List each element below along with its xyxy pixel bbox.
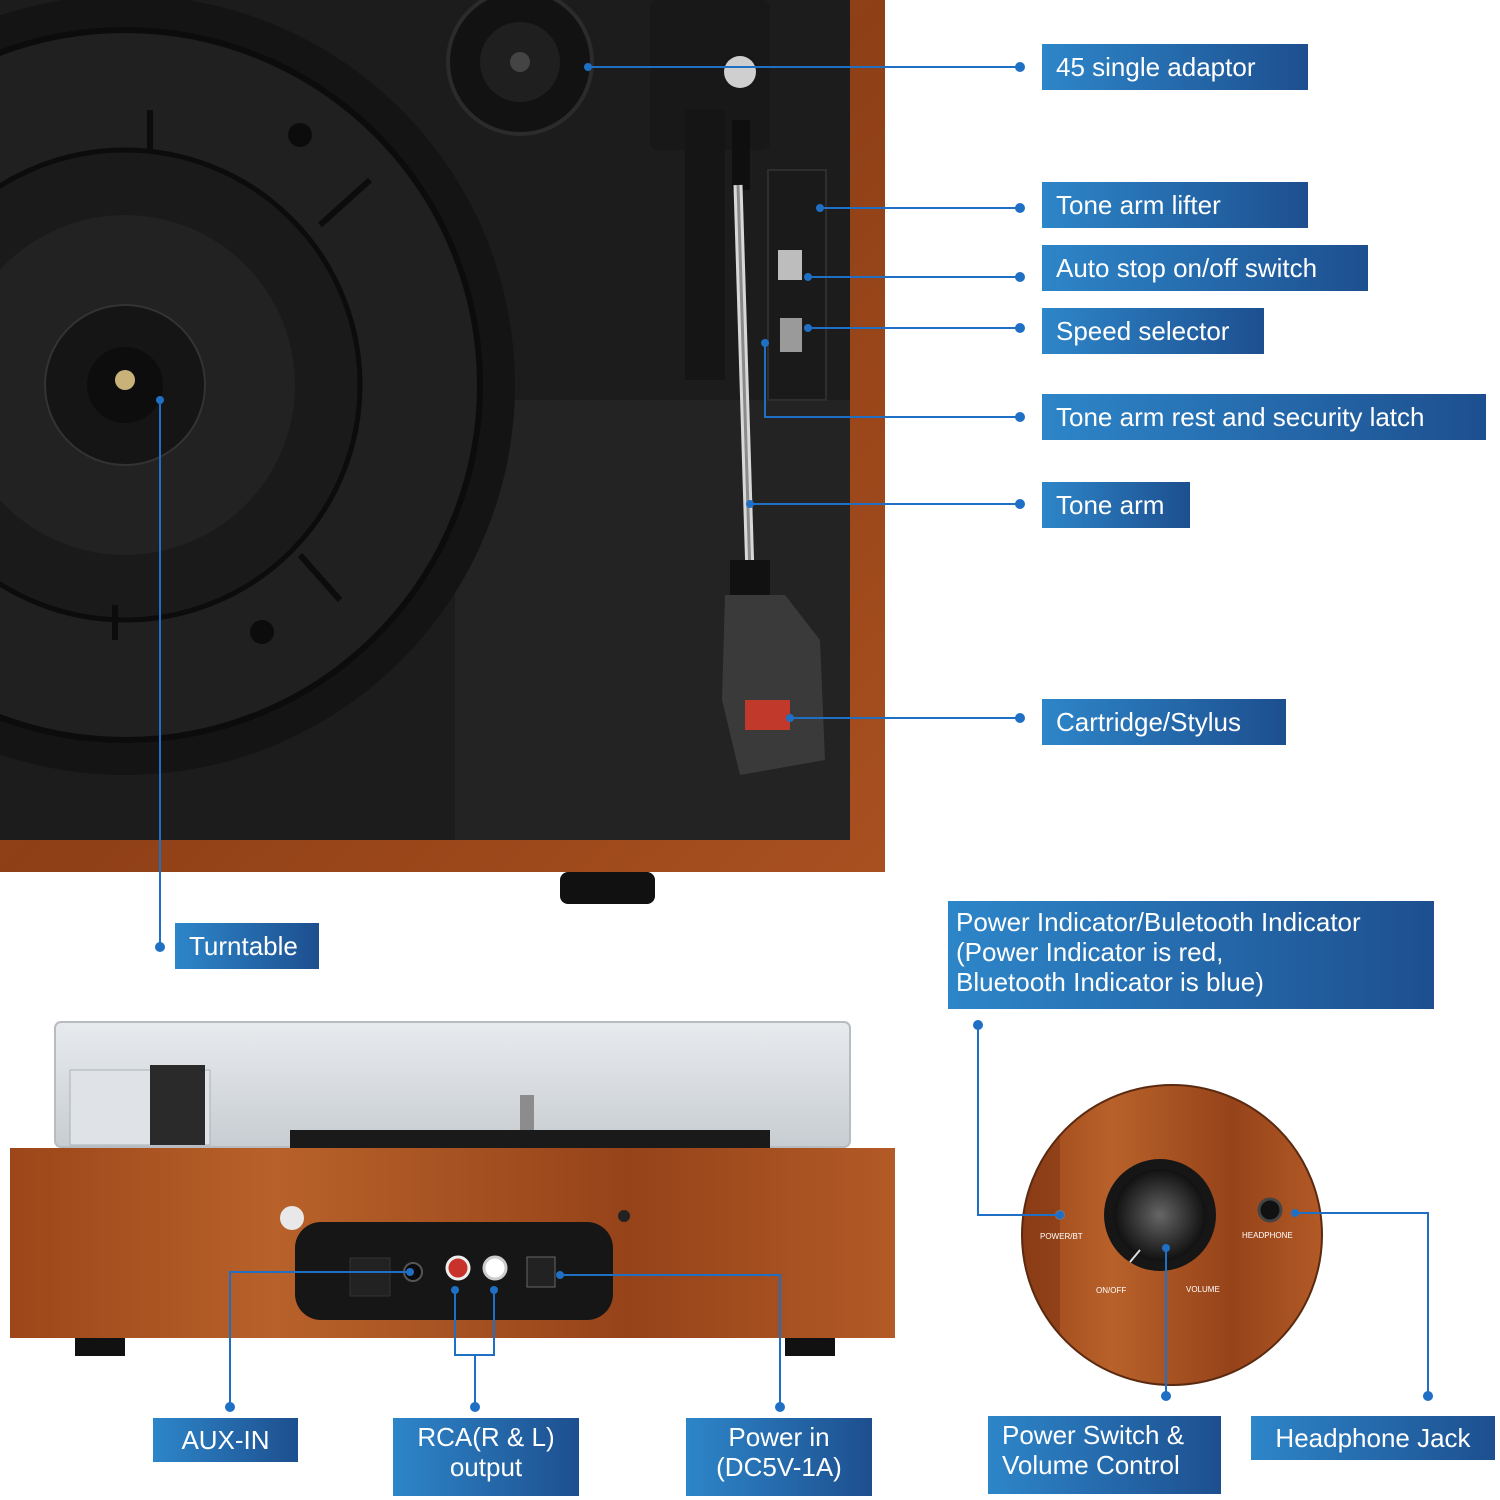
callout-power-in: Power in (DC5V-1A) bbox=[686, 1418, 872, 1496]
rear-view-turntable bbox=[10, 1021, 895, 1356]
callout-power-bt-indicator: Power Indicator/Buletooth Indicator (Pow… bbox=[948, 901, 1434, 1009]
callout-turntable: Turntable bbox=[175, 923, 319, 969]
indicator-line-1: Power Indicator/Buletooth Indicator bbox=[956, 907, 1361, 937]
leader-dots bbox=[155, 62, 1433, 1412]
power-switch-line-1: Power Switch & bbox=[1002, 1420, 1185, 1450]
indicator-line-3: Bluetooth Indicator is blue) bbox=[956, 967, 1264, 997]
callout-headphone-jack: Headphone Jack bbox=[1251, 1416, 1495, 1460]
tone-arm-base bbox=[650, 0, 770, 150]
callout-rca-output: RCA(R & L) output bbox=[393, 1418, 579, 1496]
power-in-line-1: Power in bbox=[728, 1422, 830, 1452]
indicator-line-2: (Power Indicator is red, bbox=[956, 937, 1224, 967]
dc-in-port bbox=[526, 1256, 556, 1288]
callout-tone-arm-lifter: Tone arm lifter bbox=[1042, 182, 1308, 228]
control-panel-closeup: POWER/BT HEADPHONE ON/OFF VOLUME bbox=[1021, 1084, 1323, 1386]
volume-text: VOLUME bbox=[1186, 1285, 1220, 1294]
callout-cartridge-stylus: Cartridge/Stylus bbox=[1042, 699, 1286, 745]
rca-line-1: RCA(R & L) bbox=[417, 1422, 555, 1452]
callout-tone-arm-rest: Tone arm rest and security latch bbox=[1042, 394, 1486, 440]
power-bt-text: POWER/BT bbox=[1040, 1232, 1083, 1241]
spindle bbox=[115, 370, 135, 390]
headphone-text: HEADPHONE bbox=[1242, 1231, 1293, 1240]
callout-auto-stop-switch: Auto stop on/off switch bbox=[1042, 245, 1368, 291]
rca-line-2: output bbox=[449, 1452, 523, 1482]
headphone-port bbox=[1257, 1197, 1283, 1223]
callout-speed-selector: Speed selector bbox=[1042, 308, 1264, 354]
callout-single-adaptor: 45 single adaptor bbox=[1042, 44, 1308, 90]
rca-white-jack bbox=[482, 1255, 508, 1281]
leader-lines bbox=[159, 66, 1429, 1407]
on-off-text: ON/OFF bbox=[1096, 1286, 1126, 1295]
top-view-turntable bbox=[0, 0, 885, 904]
rca-red-jack bbox=[445, 1255, 471, 1281]
power-in-line-2: (DC5V-1A) bbox=[716, 1452, 842, 1482]
callout-power-switch-volume: Power Switch & Volume Control bbox=[988, 1416, 1221, 1494]
callout-aux-in: AUX-IN bbox=[153, 1418, 298, 1462]
power-switch-line-2: Volume Control bbox=[1002, 1450, 1180, 1480]
callout-tone-arm: Tone arm bbox=[1042, 482, 1190, 528]
